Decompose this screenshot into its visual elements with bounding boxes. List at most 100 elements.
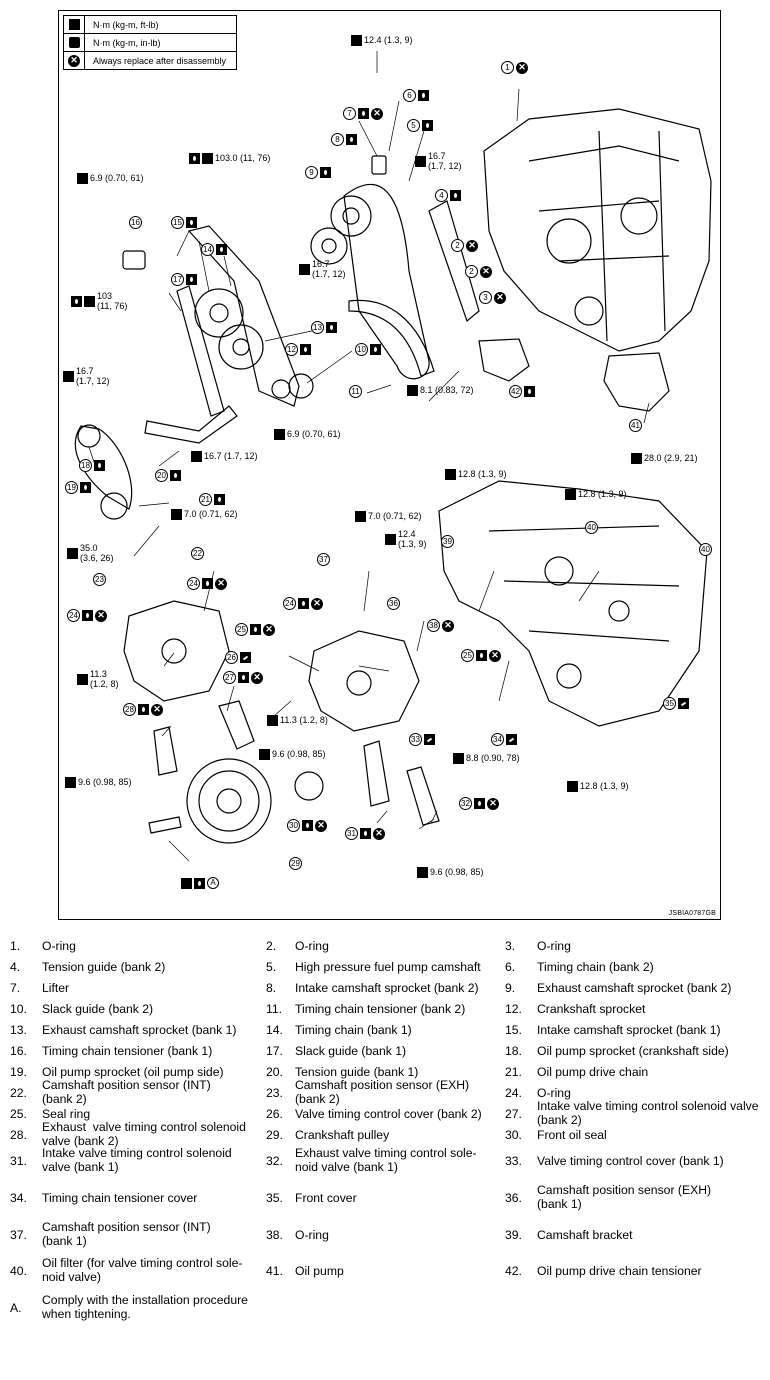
oil-icon xyxy=(189,153,200,164)
oil-icon xyxy=(450,190,461,201)
slack-guide-bank1 xyxy=(176,285,225,417)
callout-c40a: 40 xyxy=(585,521,598,534)
solenoid-28 xyxy=(153,726,178,776)
callout-c24b: 24✕ xyxy=(67,609,107,622)
torque-icon xyxy=(171,509,182,520)
callout-c-96a: 9.6 (0.98, 85) xyxy=(259,749,326,760)
part-number-circle: 36 xyxy=(387,597,400,610)
replace-icon: ✕ xyxy=(466,239,478,252)
part-index: 22. xyxy=(10,1086,27,1100)
sprocket-9-hub xyxy=(321,238,337,254)
front-cover-hole-2 xyxy=(608,600,630,622)
torque-icon xyxy=(631,453,642,464)
part-description: Crankshaft sprocket xyxy=(537,1002,646,1016)
torque-value: 12.8 (1.3, 9) xyxy=(458,469,507,479)
part-description: O-ring xyxy=(537,939,571,953)
part-description: Slack guide (bank 2) xyxy=(42,1002,154,1016)
part-index: 9. xyxy=(505,981,516,995)
callout-c-top: 12.4 (1.3, 9) xyxy=(351,35,413,46)
part-number-circle: 28 xyxy=(123,703,136,716)
callout-c11: 11 xyxy=(349,385,362,398)
part-number-circle: 4 xyxy=(435,189,448,202)
torque-value: 11.3 (1.2, 8) xyxy=(280,715,328,725)
callout-c9: 9 xyxy=(305,166,331,179)
lifter xyxy=(371,155,387,175)
torque-icon xyxy=(202,153,213,164)
solenoid-27 xyxy=(218,700,255,750)
part-description: O-ring xyxy=(42,939,76,953)
callout-c25a: 25✕ xyxy=(235,623,275,636)
leader-lines xyxy=(88,51,650,862)
legend-row-replace: ✕ Always replace after disassembly xyxy=(64,51,236,69)
sealant-icon xyxy=(506,734,517,745)
callout-c2a: 2✕ xyxy=(451,239,478,252)
oil-icon xyxy=(82,610,93,621)
torque-icon xyxy=(565,489,576,500)
part-number-circle: 17 xyxy=(171,273,184,286)
torque-value: 9.6 (0.98, 85) xyxy=(430,867,484,877)
torque-in-lb-icon xyxy=(64,34,85,51)
part-index: 33. xyxy=(505,1154,522,1168)
part-description: Seal ring xyxy=(42,1107,91,1121)
solenoid-31 xyxy=(363,740,390,807)
oil-icon xyxy=(326,322,337,333)
replace-icon: ✕ xyxy=(371,107,383,120)
part-index: 39. xyxy=(505,1228,522,1242)
front-cover-rib-1 xyxy=(488,525,680,642)
oil-icon xyxy=(80,482,91,493)
oil-icon xyxy=(422,120,433,131)
part-index: 36. xyxy=(505,1191,522,1205)
part-number-circle: 26 xyxy=(225,651,238,664)
tension-guide-bank2 xyxy=(428,200,480,323)
callout-c-81: 8.1 (0.83, 72) xyxy=(407,385,474,396)
part-number-circle: 12 xyxy=(285,343,298,356)
oil-icon xyxy=(360,828,371,839)
part-number-circle: 38 xyxy=(427,619,440,632)
torque-icon xyxy=(65,777,76,788)
legend-box: N·m (kg-m, ft-lb) N·m (kg-m, in-lb) ✕ Al… xyxy=(63,15,237,70)
callout-c-113a: 11.3 (1.2, 8) xyxy=(77,669,119,690)
part-number-circle: 39 xyxy=(441,535,454,548)
torque-icon xyxy=(351,35,362,46)
oil-icon xyxy=(476,650,487,661)
callout-c36: 36 xyxy=(387,597,400,610)
torque-icon xyxy=(259,749,270,760)
tensioner-42 xyxy=(478,338,530,382)
part-number-circle: 33 xyxy=(409,733,422,746)
part-description: Timing chain tensioner cover xyxy=(42,1191,198,1205)
part-index: 21. xyxy=(505,1065,522,1079)
replace-icon: ✕ xyxy=(95,609,107,622)
torque-value: 16.7 (1.7, 12) xyxy=(312,259,346,280)
part-index: 17. xyxy=(266,1044,283,1058)
oil-icon xyxy=(524,386,535,397)
replace-icon: ✕ xyxy=(494,291,506,304)
callout-c17: 17 xyxy=(171,273,197,286)
legend-text: N·m (kg-m, in-lb) xyxy=(93,37,161,48)
callout-c-167c: 16.7 (1.7, 12) xyxy=(63,366,110,387)
part-index: 3. xyxy=(505,939,516,953)
part-description: Intake valve timing control solenoid val… xyxy=(42,1146,232,1175)
legend-row-torque-in-lb: N·m (kg-m, in-lb) xyxy=(64,33,236,51)
torque-icon xyxy=(453,753,464,764)
part-number-circle: 1 xyxy=(501,61,514,74)
part-description: O-ring xyxy=(295,1228,329,1242)
part-number-circle: 21 xyxy=(199,493,212,506)
callout-c20: 20 xyxy=(155,469,181,482)
callout-c25b: 25✕ xyxy=(461,649,501,662)
callout-c24a: 24✕ xyxy=(187,577,227,590)
replace-icon: ✕ xyxy=(311,597,323,610)
part-description: Lifter xyxy=(42,981,70,995)
crank-sprocket-small xyxy=(271,379,291,399)
torque-value: 16.7 (1.7, 12) xyxy=(204,451,258,461)
part-index: 2. xyxy=(266,939,277,953)
torque-icon xyxy=(407,385,418,396)
part-number-circle: 7 xyxy=(343,107,356,120)
crank-sprocket xyxy=(288,373,314,399)
tension-guide-bank1 xyxy=(144,405,238,444)
callout-c-96c: 9.6 (0.98, 85) xyxy=(417,867,484,878)
oil-icon xyxy=(216,244,227,255)
callout-c-96b: 9.6 (0.98, 85) xyxy=(65,777,132,788)
callout-c16: 16 xyxy=(129,216,142,229)
replace-icon: ✕ xyxy=(442,619,454,632)
part-description: Oil filter (for valve timing control sol… xyxy=(42,1256,243,1285)
